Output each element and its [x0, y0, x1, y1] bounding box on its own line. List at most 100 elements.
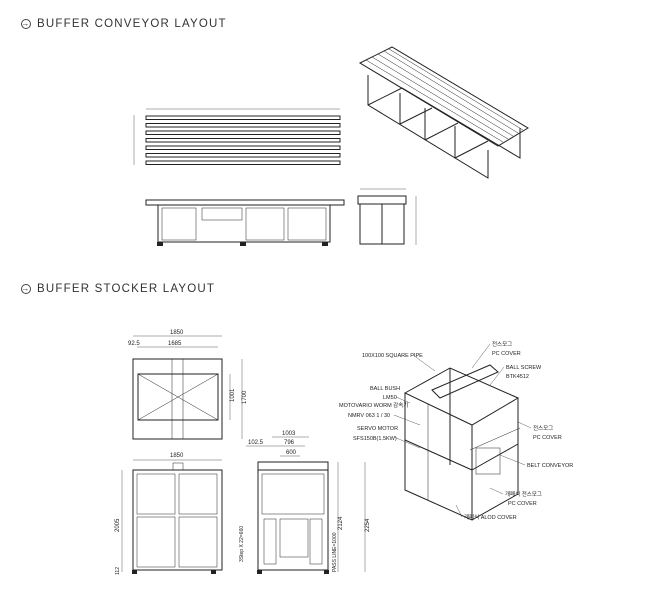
drawing-line: [471, 398, 519, 521]
drawing-line: [137, 373, 219, 421]
drawing-line: [145, 115, 341, 165]
drawing-line: [263, 518, 277, 565]
drawing-line: [499, 454, 526, 466]
stocker-callouts: 100X100 SQUARE PIPE 전스모그 PC COVER BALL S…: [339, 340, 573, 521]
dim-label: 92.5: [128, 341, 140, 347]
drawing-line: [424, 122, 459, 141]
callout-label: MOTOVARIO WORM 감속기: [339, 401, 408, 409]
drawing-line: [403, 367, 520, 426]
callout-label: PC COVER: [492, 351, 521, 357]
dim-label: 1685: [168, 341, 182, 347]
drawing-line: [287, 207, 327, 241]
drawing-line: [322, 242, 328, 246]
callout-label: 전스모그: [492, 340, 512, 348]
dim-label: 1003: [282, 431, 296, 437]
section-heading-buffer-stocker: → BUFFER STOCKER LAYOUT: [21, 283, 215, 295]
drawing-line: [172, 462, 184, 471]
drawing-line: [454, 140, 489, 159]
callout-label: 전스모그: [533, 424, 553, 432]
section-heading-buffer-conveyor: → BUFFER CONVEYOR LAYOUT: [21, 18, 227, 30]
drawing-line: [132, 570, 137, 574]
drawing-line: [132, 358, 223, 440]
dim-label: 1700: [242, 390, 248, 404]
callout-label: PC COVER: [533, 435, 562, 441]
drawing-line: [365, 59, 504, 143]
callout-label: 개폐식 전스모그: [505, 490, 542, 498]
dim-label: 3Step X 22=660: [239, 526, 245, 562]
dim-label: 112: [115, 567, 121, 575]
callout-label: SFS150B(1.5KW): [353, 436, 397, 442]
drawing-line: [257, 461, 329, 471]
callout-label: BALL BUSH: [370, 386, 400, 392]
callout-label: 100X100 SQUARE PIPE: [362, 353, 423, 359]
drawing-line: [404, 439, 473, 471]
circle-arrow-right-icon: →: [21, 19, 31, 29]
stocker-top-view: 1850 1685 92.5 1001 1700: [128, 330, 248, 440]
conveyor-rail: [145, 153, 341, 158]
dim-label: PASS LINE=1000: [332, 532, 338, 572]
drawing-line: [489, 366, 505, 386]
drawing-line: [377, 53, 514, 137]
dim-label: 1850: [170, 330, 184, 336]
drawing-line: [178, 516, 218, 568]
callout-label: PC COVER: [508, 501, 537, 507]
callout-label: BELT CONVEYOR: [527, 463, 573, 469]
callout-label: NMRV 063 1 / 30: [348, 413, 390, 419]
drawing-line: [240, 242, 246, 246]
drawing-line: [324, 570, 329, 574]
drawing-line: [404, 393, 473, 521]
callout-label: 개폐식 ALOD COVER: [464, 513, 517, 521]
drawing-line: [455, 504, 463, 518]
drawing-line: [367, 75, 489, 179]
callout-label: BTK4512: [506, 374, 529, 380]
drawing-line: [388, 48, 524, 131]
drawing-line: [399, 107, 433, 125]
conveyor-rail: [145, 115, 341, 120]
section-title: BUFFER CONVEYOR LAYOUT: [37, 18, 227, 30]
dim-label: 2005: [115, 518, 121, 532]
drawing-line: [489, 487, 504, 495]
conveyor-top-view: [133, 108, 341, 165]
drawing-line: [261, 473, 325, 515]
dim-label: 600: [286, 450, 297, 456]
drawing-line: [257, 570, 262, 574]
conveyor-rail: [145, 145, 341, 150]
drawing-line: [137, 373, 219, 421]
drawing-line: [393, 436, 421, 449]
drawing-line: [471, 343, 491, 369]
stocker-side-view: 1003 796 600 102.5 2124 2254 PASS LINE=1…: [239, 431, 371, 574]
conveyor-rail: [145, 160, 341, 165]
drawing-line: [279, 518, 309, 558]
dim-label: 2254: [365, 518, 371, 532]
conveyor-rail: [145, 123, 341, 128]
callout-label: LM50: [383, 395, 397, 401]
drawing-line: [469, 427, 521, 451]
drawing-line: [475, 447, 501, 475]
drawing-line: [367, 87, 521, 159]
drawing-line: [211, 570, 216, 574]
dim-label: 1850: [170, 453, 184, 459]
drawing-line: [157, 204, 331, 243]
dim-label: 2124: [338, 516, 344, 530]
dim-label: 102.5: [248, 440, 264, 446]
conveyor-isometric-view: [358, 46, 529, 179]
drawing-line: [178, 473, 218, 515]
drawing-line: [171, 358, 184, 440]
drawing-line: [157, 242, 163, 246]
stocker-front-view: 1850 2005 112: [115, 453, 223, 575]
conveyor-rail: [145, 130, 341, 135]
dim-label: 1001: [230, 388, 236, 402]
circle-arrow-right-icon: →: [21, 284, 31, 294]
drawing-line: [201, 207, 243, 221]
drawing-line: [136, 516, 176, 568]
drawing-line: [431, 364, 499, 399]
conveyor-front-view: [145, 199, 345, 246]
conveyor-rail: [145, 138, 341, 143]
callout-label: BALL SCREW: [506, 365, 542, 371]
drawing-line: [393, 414, 421, 426]
drawing-line: [257, 469, 329, 571]
drawing-line: [383, 50, 519, 134]
callout-label: SERVO MOTOR: [357, 426, 398, 432]
drawing-line: [136, 473, 176, 515]
